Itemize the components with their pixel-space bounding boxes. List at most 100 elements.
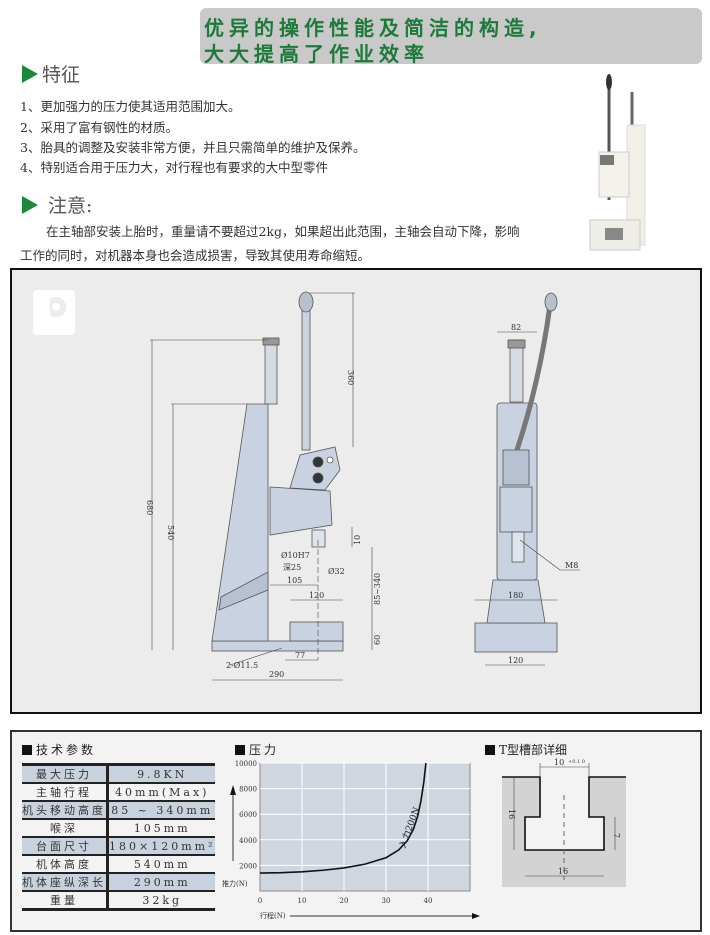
- triangle-bullet-icon: [22, 195, 38, 214]
- x-axis-label: 行程(N): [260, 911, 286, 920]
- headline-banner: 优异的操作性能及简洁的构造, 大大提高了作业效率: [200, 8, 702, 66]
- side-view: [211, 291, 344, 652]
- technical-drawing: 680 540 360 10 Ø10H7 深25 Ø32 105 85~340 …: [33, 290, 580, 681]
- tslot-depth: 7: [612, 833, 621, 838]
- dim-60: 60: [373, 635, 382, 645]
- spec-value: 540mm: [107, 854, 216, 873]
- dim-180: 180: [508, 591, 523, 600]
- spec-label: 喉深: [22, 818, 109, 837]
- feature-item: 3、胎具的调整及安装非常方便，并且只需简单的维护及保养。: [20, 140, 366, 155]
- square-bullet-icon: [485, 744, 495, 755]
- tslot-bottom-width: 16: [558, 867, 568, 876]
- notice-text-line-2: 工作的同时，对机器本身也会造成损害，导致其使用寿命缩短。: [20, 248, 371, 263]
- tslot-title: T型槽部详细: [499, 743, 568, 757]
- spec-value: 40mm(Max): [107, 782, 216, 801]
- x-tick-label: 10: [298, 897, 307, 905]
- chart-title: 压力: [249, 743, 280, 757]
- spec-value: 105mm: [107, 818, 216, 837]
- specs-title: 技术参数: [36, 743, 97, 757]
- headline-line-2: 大大提高了作业效率: [204, 42, 429, 66]
- spec-value: 180×120mm²: [107, 836, 216, 855]
- dim-m8: M8: [565, 561, 578, 570]
- front-view: [474, 292, 558, 653]
- tslot-heading: T型槽部详细: [485, 741, 567, 758]
- dim-120: 120: [309, 591, 324, 600]
- x-tick-label: 0: [258, 897, 262, 905]
- spec-value: 290mm: [107, 872, 216, 891]
- side-dimension-labels: 680 540 360 10 Ø10H7 深25 Ø32 105 85~340 …: [145, 370, 382, 679]
- y-tick-label: 6000: [239, 811, 257, 819]
- series-line: [259, 762, 427, 874]
- dim-depth: 深25: [283, 563, 301, 572]
- notice-text-line-1: 在主轴部安装上胎时，重量请不要超过2kg，如果超出此范围，主轴会自动下降，影响: [46, 224, 520, 239]
- spec-value: 9.8KN: [107, 763, 216, 783]
- spec-label: 台面尺寸: [22, 836, 109, 855]
- headline-line-1: 优异的操作性能及简洁的构造,: [204, 16, 542, 40]
- specs-heading: 技术参数: [22, 741, 96, 758]
- square-bullet-icon: [235, 744, 245, 755]
- features-title: 特征: [42, 64, 81, 86]
- triangle-bullet-icon: [22, 64, 38, 83]
- front-dimension-lines: [475, 331, 580, 666]
- x-tick-label: 40: [424, 897, 433, 905]
- feature-item: 2、采用了富有钢性的材质。: [20, 120, 178, 135]
- dim-105: 105: [287, 576, 302, 585]
- feature-item: 4、特别适合用于压力大，对行程也有要求的大中型零件: [20, 160, 328, 175]
- dim-32: Ø32: [328, 567, 345, 576]
- brand-logo: [33, 290, 75, 335]
- y-tick-label: 2000: [239, 862, 257, 870]
- square-bullet-icon: [22, 744, 32, 755]
- notice-heading: 注意:: [22, 191, 92, 218]
- dim-bore: Ø10H7: [281, 551, 310, 560]
- chart-heading: 压力: [235, 741, 279, 758]
- y-tick-label: 10000: [235, 760, 257, 768]
- spec-label: 最大压力: [22, 763, 109, 783]
- spec-label: 机体座纵深长: [22, 872, 109, 891]
- arrow-up-icon: [230, 785, 236, 795]
- arrow-right-icon: [472, 913, 480, 919]
- features-heading: 特征: [22, 60, 80, 87]
- dim-77: 77: [295, 651, 305, 660]
- spec-value: 85 ~ 340mm: [107, 800, 216, 819]
- feature-item: 1、更加强力的压力使其适用范围加大。: [20, 99, 241, 114]
- product-photo: [580, 70, 675, 255]
- spec-label: 机头移动高度: [22, 800, 109, 819]
- x-tick-label: 20: [340, 897, 349, 905]
- technical-drawing-panel: [10, 268, 702, 714]
- dim-82: 82: [511, 323, 521, 332]
- dim-360: 360: [346, 370, 355, 385]
- dim-holes: 2-Ø11.5: [226, 661, 258, 670]
- tslot-tolerance: +0.1 0: [568, 759, 585, 765]
- y-tick-label: 8000: [239, 786, 257, 794]
- spec-label: 主轴行程: [22, 782, 109, 801]
- plot-area: [259, 762, 471, 892]
- y-axis-label: 推力(N): [222, 879, 248, 888]
- tslot-drawing: 10 +0.1 0 16 7 16: [502, 758, 626, 887]
- dim-10: 10: [353, 535, 362, 545]
- dim-stroke: 85~340: [373, 573, 382, 605]
- tslot-top-width: 10: [554, 758, 564, 767]
- side-dimension-lines: [150, 292, 373, 681]
- spec-label: 机体高度: [22, 854, 109, 873]
- dim-680: 680: [145, 500, 154, 515]
- front-dimension-labels: 82 M8 180 120: [508, 323, 578, 665]
- tslot-height: 16: [507, 809, 516, 819]
- spec-value: 32kg: [107, 890, 216, 911]
- x-tick-label: 30: [382, 897, 391, 905]
- dim-540: 540: [166, 525, 175, 540]
- dim-290: 290: [269, 670, 284, 679]
- notice-title: 注意:: [48, 195, 93, 217]
- spec-label: 重量: [22, 890, 109, 911]
- y-tick-label: 4000: [239, 837, 257, 845]
- dim-120: 120: [508, 656, 523, 665]
